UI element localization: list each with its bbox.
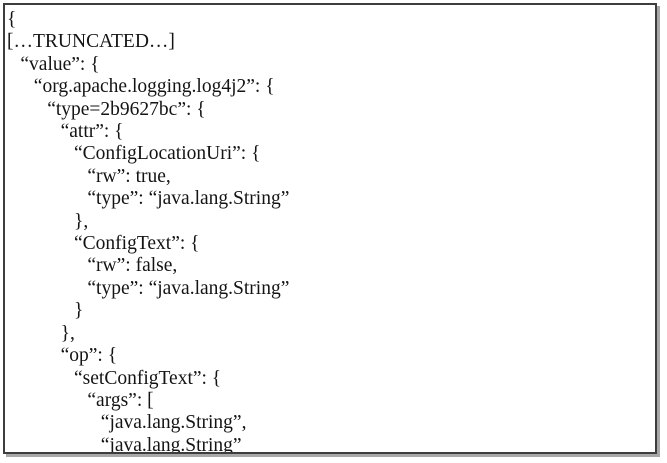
- code-line: “java.lang.String”: [100, 434, 242, 454]
- code-line: “op”: {: [60, 345, 118, 367]
- code-line: “ConfigLocationUri”: {: [74, 143, 261, 165]
- code-line: “java.lang.String”,: [100, 412, 247, 434]
- code-line: “ConfigText”: {: [74, 233, 200, 255]
- code-line: “type”: “java.lang.String”: [87, 277, 290, 299]
- code-line: “type=2b9627bc”: {: [47, 98, 206, 120]
- code-line: “org.apache.logging.log4j2”: {: [33, 76, 275, 98]
- code-line: },: [74, 210, 89, 232]
- code-line: “attr”: {: [60, 121, 124, 143]
- code-line: “rw”: true,: [87, 165, 171, 187]
- code-line: }: [74, 300, 84, 322]
- code-line: “rw”: false,: [87, 255, 178, 277]
- code-line: […TRUNCATED…]: [7, 31, 175, 53]
- code-line: “setConfigText”: {: [74, 367, 222, 389]
- code-line: “type”: “java.lang.String”: [87, 188, 290, 210]
- code-line: “args”: [: [87, 389, 154, 411]
- code-line: “value”: {: [20, 53, 100, 75]
- json-listing-box: {[…TRUNCATED…]“value”: {“org.apache.logg…: [3, 3, 657, 454]
- code-line: },: [60, 322, 75, 344]
- json-code: {[…TRUNCATED…]“value”: {“org.apache.logg…: [5, 5, 655, 454]
- code-line: {: [7, 9, 17, 30]
